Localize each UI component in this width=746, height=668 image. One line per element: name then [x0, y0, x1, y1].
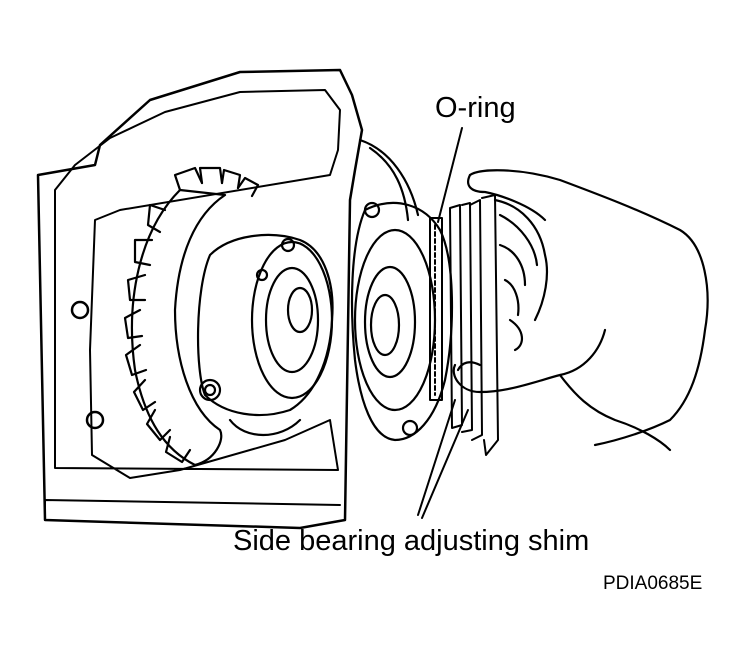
side-bearing-shim-label: Side bearing adjusting shim	[233, 525, 590, 557]
ring-gear	[125, 168, 258, 465]
leader-lines	[418, 128, 468, 518]
o-ring-label: O-ring	[435, 92, 516, 124]
hand	[454, 170, 708, 450]
bolt-hole-icon	[403, 421, 417, 435]
side-retainer	[352, 140, 452, 440]
bolt-hole-icon	[365, 203, 379, 217]
shim-leader-1	[418, 400, 455, 515]
shim-leader-2	[422, 410, 468, 518]
figure-code: PDIA0685E	[603, 573, 703, 594]
bolt-icon	[72, 302, 88, 318]
o-ring-leader	[438, 128, 462, 222]
differential-case	[198, 235, 332, 435]
o-ring-and-shims	[430, 195, 498, 455]
carrier-housing	[38, 70, 362, 528]
bolt-icon	[87, 412, 103, 428]
